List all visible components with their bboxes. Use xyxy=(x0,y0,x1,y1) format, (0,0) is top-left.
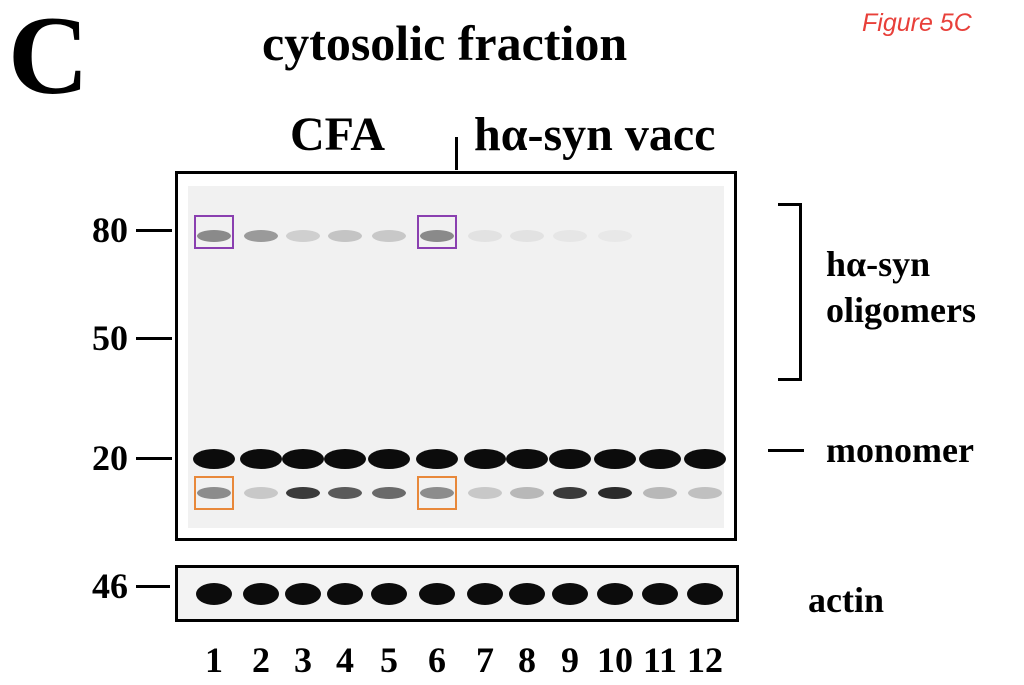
mw-marker-20: 20 xyxy=(92,438,128,478)
actin-band xyxy=(509,583,545,605)
panel-letter: C xyxy=(8,0,89,118)
oligomer-band xyxy=(328,230,362,242)
monomer-band xyxy=(416,449,458,469)
lane-number: 10 xyxy=(597,640,633,680)
actin-band xyxy=(285,583,321,605)
highlight-box-80kda xyxy=(194,215,234,249)
western-blot-actin xyxy=(175,565,739,622)
mw-marker-46: 46 xyxy=(92,566,128,606)
label-monomer: monomer xyxy=(826,430,974,470)
lane-number: 6 xyxy=(428,640,446,680)
label-actin: actin xyxy=(808,580,884,620)
oligomer-band xyxy=(553,230,587,242)
actin-band xyxy=(243,583,279,605)
monomer-band xyxy=(639,449,681,469)
low-mw-band xyxy=(468,487,502,499)
oligomer-band xyxy=(688,230,722,242)
lane-number: 3 xyxy=(294,640,312,680)
oligomer-band xyxy=(510,230,544,242)
lane-number: 11 xyxy=(642,640,677,680)
low-mw-band xyxy=(286,487,320,499)
lane-number: 4 xyxy=(336,640,354,680)
oligomer-band xyxy=(197,230,231,242)
oligomer-bracket xyxy=(778,203,802,381)
label-oligomers: oligomers xyxy=(826,290,976,330)
monomer-band xyxy=(368,449,410,469)
label-ha-syn: hα-syn xyxy=(826,244,931,284)
low-mw-band xyxy=(420,487,454,499)
oligomer-band xyxy=(286,230,320,242)
monomer-band xyxy=(549,449,591,469)
actin-band xyxy=(597,583,633,605)
monomer-band xyxy=(684,449,726,469)
group-label-vacc: hα-syn vacc xyxy=(474,108,716,161)
oligomer-band xyxy=(372,230,406,242)
mw-tick-50 xyxy=(136,337,172,340)
low-mw-band xyxy=(328,487,362,499)
monomer-band xyxy=(240,449,282,469)
low-mw-band xyxy=(372,487,406,499)
mw-marker-80: 80 xyxy=(92,210,128,250)
low-mw-band xyxy=(553,487,587,499)
actin-band xyxy=(327,583,363,605)
lane-number: 9 xyxy=(561,640,579,680)
lane-number: 5 xyxy=(380,640,398,680)
actin-band xyxy=(196,583,232,605)
low-mw-band xyxy=(197,487,231,499)
lane-number: 1 xyxy=(205,640,223,680)
low-mw-band xyxy=(244,487,278,499)
monomer-band xyxy=(506,449,548,469)
figure-tag: Figure 5C xyxy=(862,9,972,37)
actin-band xyxy=(552,583,588,605)
oligomer-band xyxy=(643,230,677,242)
highlight-box-low-mw xyxy=(417,476,457,510)
actin-band xyxy=(687,583,723,605)
monomer-band xyxy=(324,449,366,469)
mw-tick-46 xyxy=(136,585,170,588)
mw-tick-20 xyxy=(136,457,172,460)
low-mw-band xyxy=(510,487,544,499)
actin-band xyxy=(371,583,407,605)
group-divider xyxy=(455,137,458,170)
monomer-band xyxy=(594,449,636,469)
lane-number: 12 xyxy=(687,640,723,680)
highlight-box-low-mw xyxy=(194,476,234,510)
mw-tick-80 xyxy=(136,229,172,232)
monomer-band xyxy=(282,449,324,469)
actin-band xyxy=(642,583,678,605)
oligomer-band xyxy=(598,230,632,242)
lane-number: 8 xyxy=(518,640,536,680)
monomer-tick xyxy=(768,449,804,452)
low-mw-band xyxy=(643,487,677,499)
highlight-box-80kda xyxy=(417,215,457,249)
lane-number: 7 xyxy=(476,640,494,680)
low-mw-band xyxy=(688,487,722,499)
oligomer-band xyxy=(468,230,502,242)
low-mw-band xyxy=(598,487,632,499)
actin-band xyxy=(467,583,503,605)
monomer-band xyxy=(464,449,506,469)
mw-marker-50: 50 xyxy=(92,318,128,358)
actin-band xyxy=(419,583,455,605)
group-label-cfa: CFA xyxy=(290,108,386,161)
figure-title: cytosolic fraction xyxy=(262,15,628,71)
monomer-band xyxy=(193,449,235,469)
oligomer-band xyxy=(244,230,278,242)
lane-number: 2 xyxy=(252,640,270,680)
oligomer-band xyxy=(420,230,454,242)
western-blot-main xyxy=(175,171,737,541)
